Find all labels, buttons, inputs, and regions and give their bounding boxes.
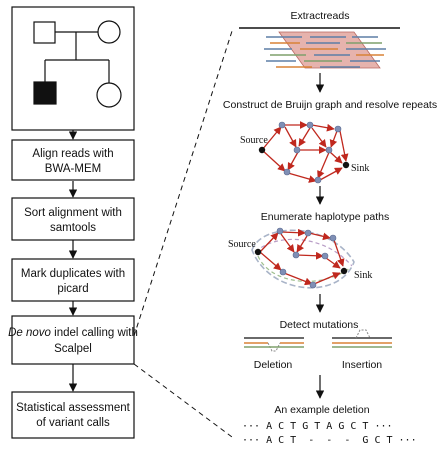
step-assessment-line1: Statistical assessment: [16, 402, 131, 414]
step-markdup: Mark duplicates with picard: [11, 258, 135, 302]
step-markdup-line2: picard: [57, 283, 88, 295]
paths-source-label: Source: [228, 239, 256, 250]
example-title: An example deletion: [274, 404, 369, 416]
alternate-sequence: ··· A C T - - - G C T ···: [242, 435, 417, 446]
paths-title: Enumerate haplotype paths: [261, 211, 389, 223]
graph-sink-label: Sink: [351, 163, 369, 174]
reference-sequence: ··· A C T G T A G C T ···: [242, 421, 393, 432]
insertion-icon: [332, 329, 392, 348]
graph-source-label: Source: [240, 135, 268, 146]
graph-title: Construct de Bruijn graph and resolve re…: [223, 99, 437, 111]
sink-node: [342, 161, 350, 169]
step-assessment-line2: of variant calls: [36, 417, 110, 429]
step-sort: Sort alignment with samtools: [11, 197, 135, 241]
step-scalpel-line2: Scalpel: [54, 343, 92, 355]
step-sort-line2: samtools: [50, 222, 96, 234]
step-scalpel-line1: De novo indel calling with: [8, 327, 138, 339]
mother-symbol: [97, 20, 121, 44]
step-align-line2: BWA-MEM: [45, 163, 101, 175]
unaffected-child-symbol: [96, 82, 122, 108]
paths-sink-label: Sink: [354, 270, 372, 281]
pedigree-box: [11, 6, 135, 131]
zoom-lines: [133, 27, 234, 438]
insertion-label: Insertion: [342, 359, 382, 371]
step-markdup-line1: Mark duplicates with: [21, 268, 125, 280]
deletion-icon: [244, 337, 304, 352]
deletion-label: Deletion: [254, 359, 293, 371]
step-sort-line1: Sort alignment with: [24, 207, 122, 219]
haplotype-paths-graph: [251, 227, 355, 289]
extract-reads-title: Extractreads: [291, 10, 350, 22]
de-bruijn-graph: [258, 121, 350, 184]
affected-child-symbol: [33, 81, 57, 105]
reads-pileup-icon: [264, 31, 386, 69]
source-node: [258, 146, 266, 154]
step-align: Align reads with BWA-MEM: [11, 139, 135, 181]
detect-title: Detect mutations: [280, 319, 359, 331]
father-symbol: [33, 21, 56, 44]
step-align-line1: Align reads with: [32, 148, 113, 160]
step-assessment: Statistical assessment of variant calls: [11, 391, 135, 439]
step-scalpel: De novo indel calling with Scalpel: [8, 315, 138, 365]
